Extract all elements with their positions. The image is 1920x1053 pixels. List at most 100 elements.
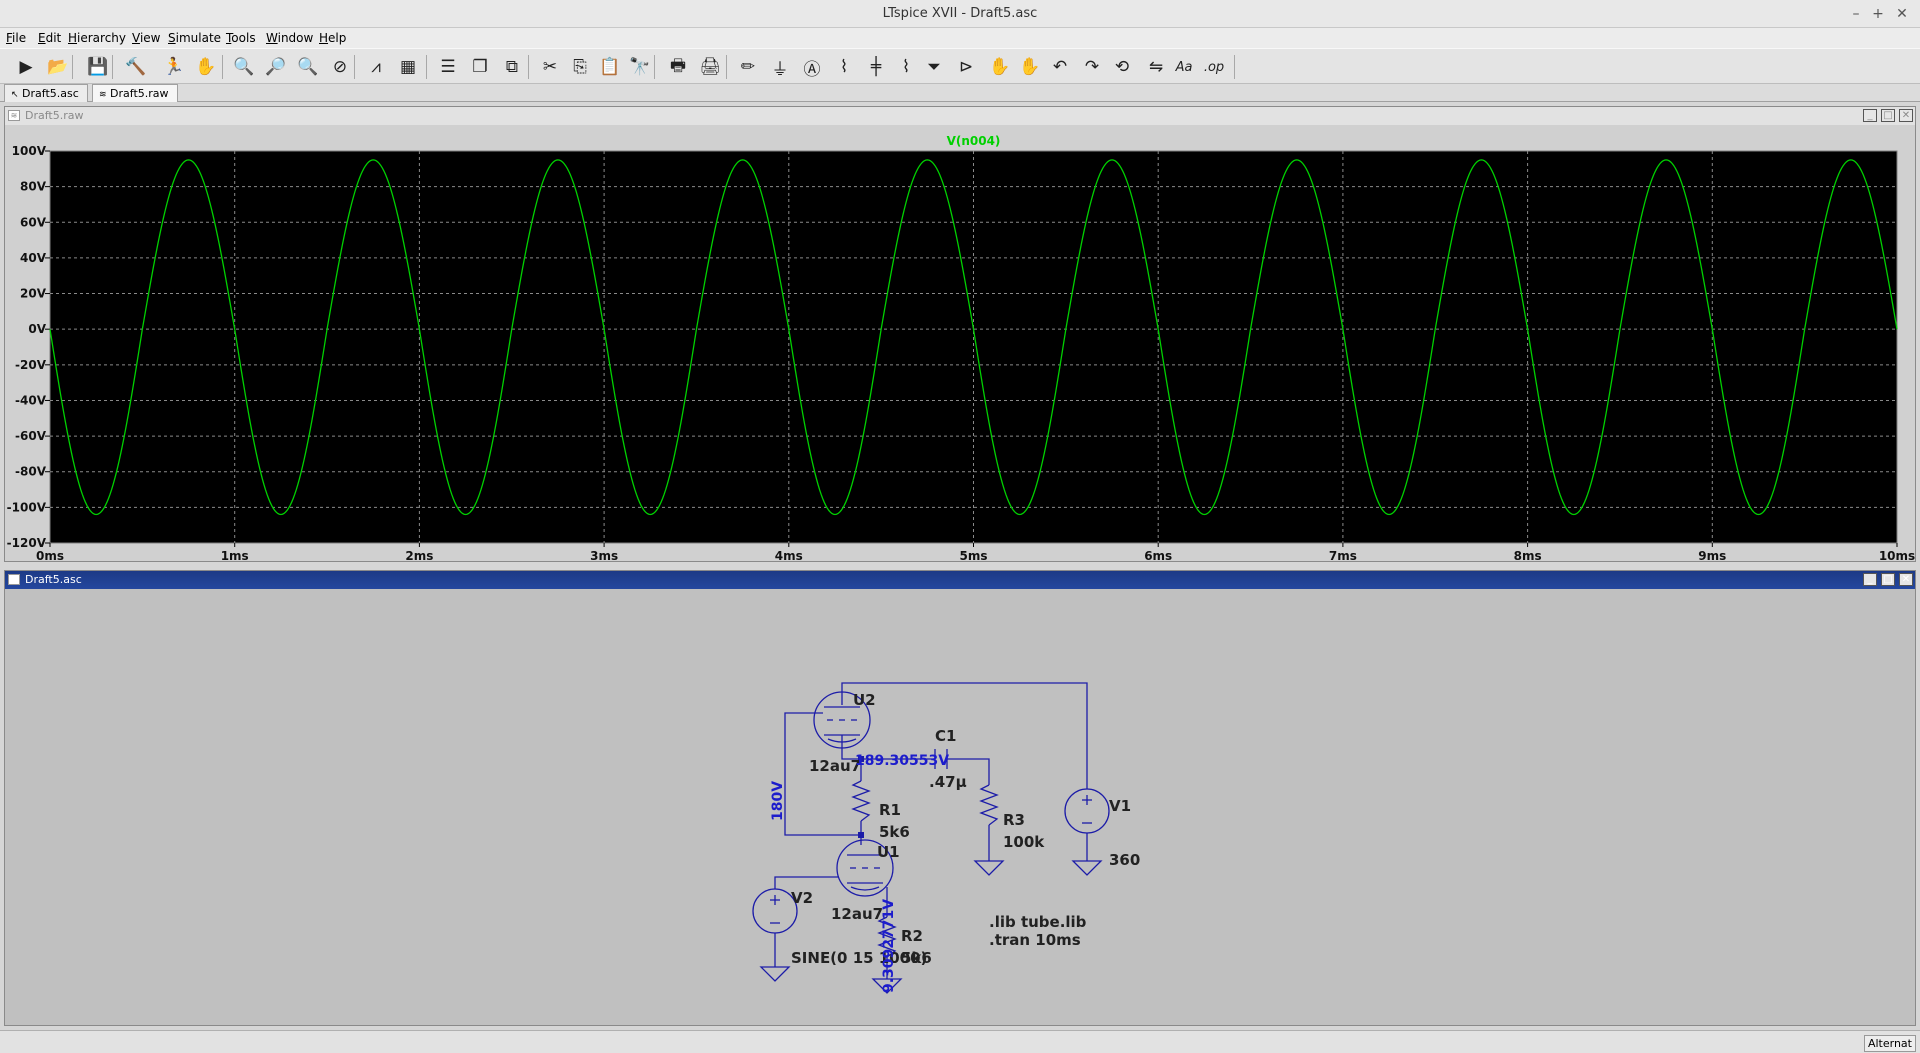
voltage-source-v1-symbol[interactable] — [1064, 788, 1110, 834]
schematic-wires — [774, 682, 1088, 979]
voltage-source-v2-symbol[interactable] — [752, 888, 798, 934]
ground-icon[interactable]: ⏚ — [771, 59, 789, 80]
zoom-in-icon[interactable]: 🔍 — [233, 57, 255, 77]
x-tick-label: 3ms — [590, 549, 618, 561]
menu-help[interactable]: Help — [319, 31, 347, 45]
schematic-canvas[interactable]: U2 12au7 R1 5k6 C1 .47µ R3 100k V1 360 U… — [5, 589, 1915, 1025]
label-net-icon[interactable]: Ⓐ — [803, 59, 821, 80]
ground-icon — [1071, 860, 1103, 876]
toolbar-separator — [72, 55, 73, 79]
trace-label[interactable]: V(n004) — [947, 134, 1001, 148]
run-icon[interactable]: ▶ — [19, 57, 33, 77]
menu-hierarchy[interactable]: Hierarchy — [68, 31, 127, 45]
copy-icon[interactable]: ⎘ — [573, 57, 587, 77]
cut-icon[interactable]: ✂ — [542, 57, 558, 77]
minimize-icon[interactable]: _ — [1863, 573, 1877, 586]
y-tick-label: -40V — [15, 393, 47, 407]
close-icon[interactable]: ✕ — [1896, 6, 1908, 22]
grid-icon[interactable]: ▦ — [399, 57, 417, 77]
resistor-r1-symbol[interactable] — [851, 780, 871, 822]
toolbar-separator — [112, 55, 113, 79]
maximize-icon[interactable]: □ — [1881, 109, 1895, 122]
maximize-icon[interactable]: + — [1872, 6, 1884, 22]
x-tick-label: 5ms — [960, 549, 988, 561]
autorange-icon[interactable]: ⩘ — [371, 57, 381, 77]
y-tick-label: 40V — [20, 251, 47, 265]
control-panel-icon[interactable]: 🔨 — [125, 57, 147, 77]
capacitor-icon[interactable]: ╪ — [870, 57, 882, 77]
menu-view[interactable]: View — [132, 31, 161, 45]
menu-file[interactable]: File — [6, 31, 27, 45]
print-icon[interactable]: 🖨 — [699, 57, 721, 77]
y-tick-label: -120V — [7, 536, 47, 550]
node-voltage-mid: 180V — [770, 781, 786, 821]
drag-icon[interactable]: ✋ — [1019, 57, 1041, 77]
menu-bar: File Edit Hierarchy View Simulate Tools Window… — [0, 28, 1920, 50]
spice-directive-tran[interactable]: .tran 10ms — [989, 931, 1081, 949]
spice-directive-lib[interactable]: .lib tube.lib — [989, 913, 1087, 931]
tab-draft5-asc[interactable]: ↖ Draft5.asc — [4, 84, 88, 102]
resistor-r2-symbol[interactable] — [877, 916, 897, 958]
y-tick-label: -100V — [7, 500, 47, 514]
ground-icon — [759, 966, 791, 982]
save-icon[interactable]: 💾 — [87, 57, 109, 77]
text-icon[interactable]: Aa — [1175, 59, 1193, 75]
r3-ref-label: R3 — [1003, 811, 1025, 829]
y-tick-label: 100V — [12, 144, 47, 158]
menu-edit[interactable]: Edit — [38, 31, 62, 45]
tube-u2-symbol[interactable] — [813, 691, 871, 749]
x-tick-label: 7ms — [1329, 549, 1357, 561]
plot-area — [49, 150, 1898, 544]
v1-ref-label: V1 — [1109, 797, 1131, 815]
resistor-icon[interactable]: ⌇ — [839, 57, 849, 77]
tube-u1-symbol[interactable] — [836, 839, 894, 897]
move-icon[interactable]: ✋ — [989, 57, 1011, 77]
run-halt-icon[interactable]: 🏃 — [163, 57, 185, 77]
zoom-cancel-icon[interactable]: ⊘ — [332, 57, 348, 77]
pan-hand-icon[interactable]: ✋ — [195, 57, 217, 77]
open-folder-icon[interactable]: 📂 — [47, 57, 69, 77]
minimize-icon[interactable]: – — [1852, 6, 1860, 22]
u1-ref-label: U1 — [877, 843, 900, 861]
r2-ref-label: R2 — [901, 927, 923, 945]
print-preview-icon[interactable]: 🖶 — [669, 55, 687, 76]
close-icon[interactable]: ✕ — [1899, 109, 1913, 122]
ground-icon — [973, 860, 1005, 876]
waveform-window-header: ≋ Draft5.raw _ □ ✕ — [5, 107, 1915, 125]
capacitor-c1-symbol[interactable] — [934, 749, 948, 769]
spice-directive-icon[interactable]: .op — [1203, 59, 1225, 75]
maximize-icon[interactable]: □ — [1881, 573, 1895, 586]
x-tick-label: 6ms — [1144, 549, 1172, 561]
tile-horizontal-icon[interactable]: ☰ — [440, 57, 456, 77]
y-tick-label: -20V — [15, 358, 47, 372]
r3-value-label: 100k — [1003, 833, 1045, 851]
close-icon[interactable]: ✕ — [1899, 573, 1913, 586]
r1-ref-label: R1 — [879, 801, 901, 819]
waveform-window-title: Draft5.raw — [25, 109, 84, 122]
waveform-plot[interactable]: 100V80V60V40V20V0V-20V-40V-60V-80V-100V-… — [5, 125, 1915, 561]
cascade-icon[interactable]: ❐ — [472, 57, 488, 77]
x-tick-label: 9ms — [1698, 549, 1726, 561]
paste-icon[interactable]: 📋 — [599, 57, 621, 77]
menu-simulate[interactable]: Simulate — [168, 31, 222, 45]
component-icon[interactable]: ⊳ — [958, 57, 974, 77]
resistor-r3-symbol[interactable] — [979, 784, 999, 826]
rotate-icon[interactable]: ⟲ — [1114, 57, 1130, 77]
minimize-icon[interactable]: _ — [1863, 109, 1877, 122]
redo-icon[interactable]: ↷ — [1084, 57, 1100, 77]
inductor-icon[interactable]: ⌇ — [901, 57, 911, 77]
mirror-icon[interactable]: ⇋ — [1148, 57, 1164, 77]
toolbar-separator — [654, 55, 655, 79]
trace-v-n004[interactable] — [49, 159, 1898, 516]
zoom-pan-icon[interactable]: 🔎 — [265, 57, 287, 77]
menu-tools[interactable]: Tools — [226, 31, 256, 45]
menu-window[interactable]: Window — [266, 31, 314, 45]
find-icon[interactable]: 🔭 — [629, 57, 651, 77]
undo-icon[interactable]: ↶ — [1052, 57, 1068, 77]
tile-vertical-icon[interactable]: ⧉ — [505, 57, 519, 77]
diode-icon[interactable]: ⏷ — [927, 57, 941, 77]
zoom-out-icon[interactable]: 🔍 — [297, 57, 319, 77]
toolbar-separator — [1234, 55, 1235, 79]
tab-draft5-raw[interactable]: ≋ Draft5.raw — [92, 84, 178, 102]
draw-wire-icon[interactable]: ✏ — [740, 57, 756, 77]
